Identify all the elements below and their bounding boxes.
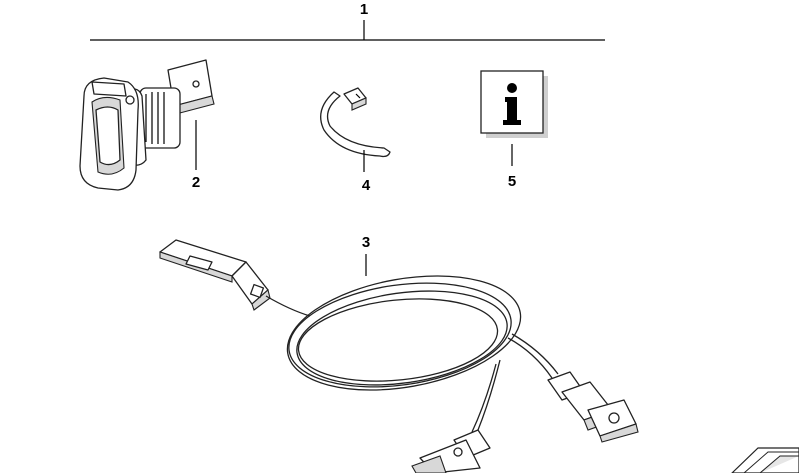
callout-5[interactable]: 5 — [508, 173, 516, 190]
cable-tie-part[interactable] — [320, 87, 391, 158]
callout-3[interactable]: 3 — [362, 234, 370, 251]
harness-connector-bottom — [411, 429, 491, 473]
info-document[interactable] — [480, 70, 548, 138]
harness-connector-main — [159, 239, 271, 311]
callout-4[interactable]: 4 — [362, 177, 371, 194]
callout-1[interactable]: 1 — [360, 1, 368, 18]
socket-part[interactable] — [79, 59, 215, 191]
harness-connector-right — [547, 371, 639, 443]
info-icon — [503, 83, 521, 125]
wiring-harness[interactable] — [159, 239, 639, 473]
assembly-bracket — [90, 20, 605, 41]
callout-2[interactable]: 2 — [192, 174, 200, 191]
folded-corner-icon — [731, 447, 799, 473]
